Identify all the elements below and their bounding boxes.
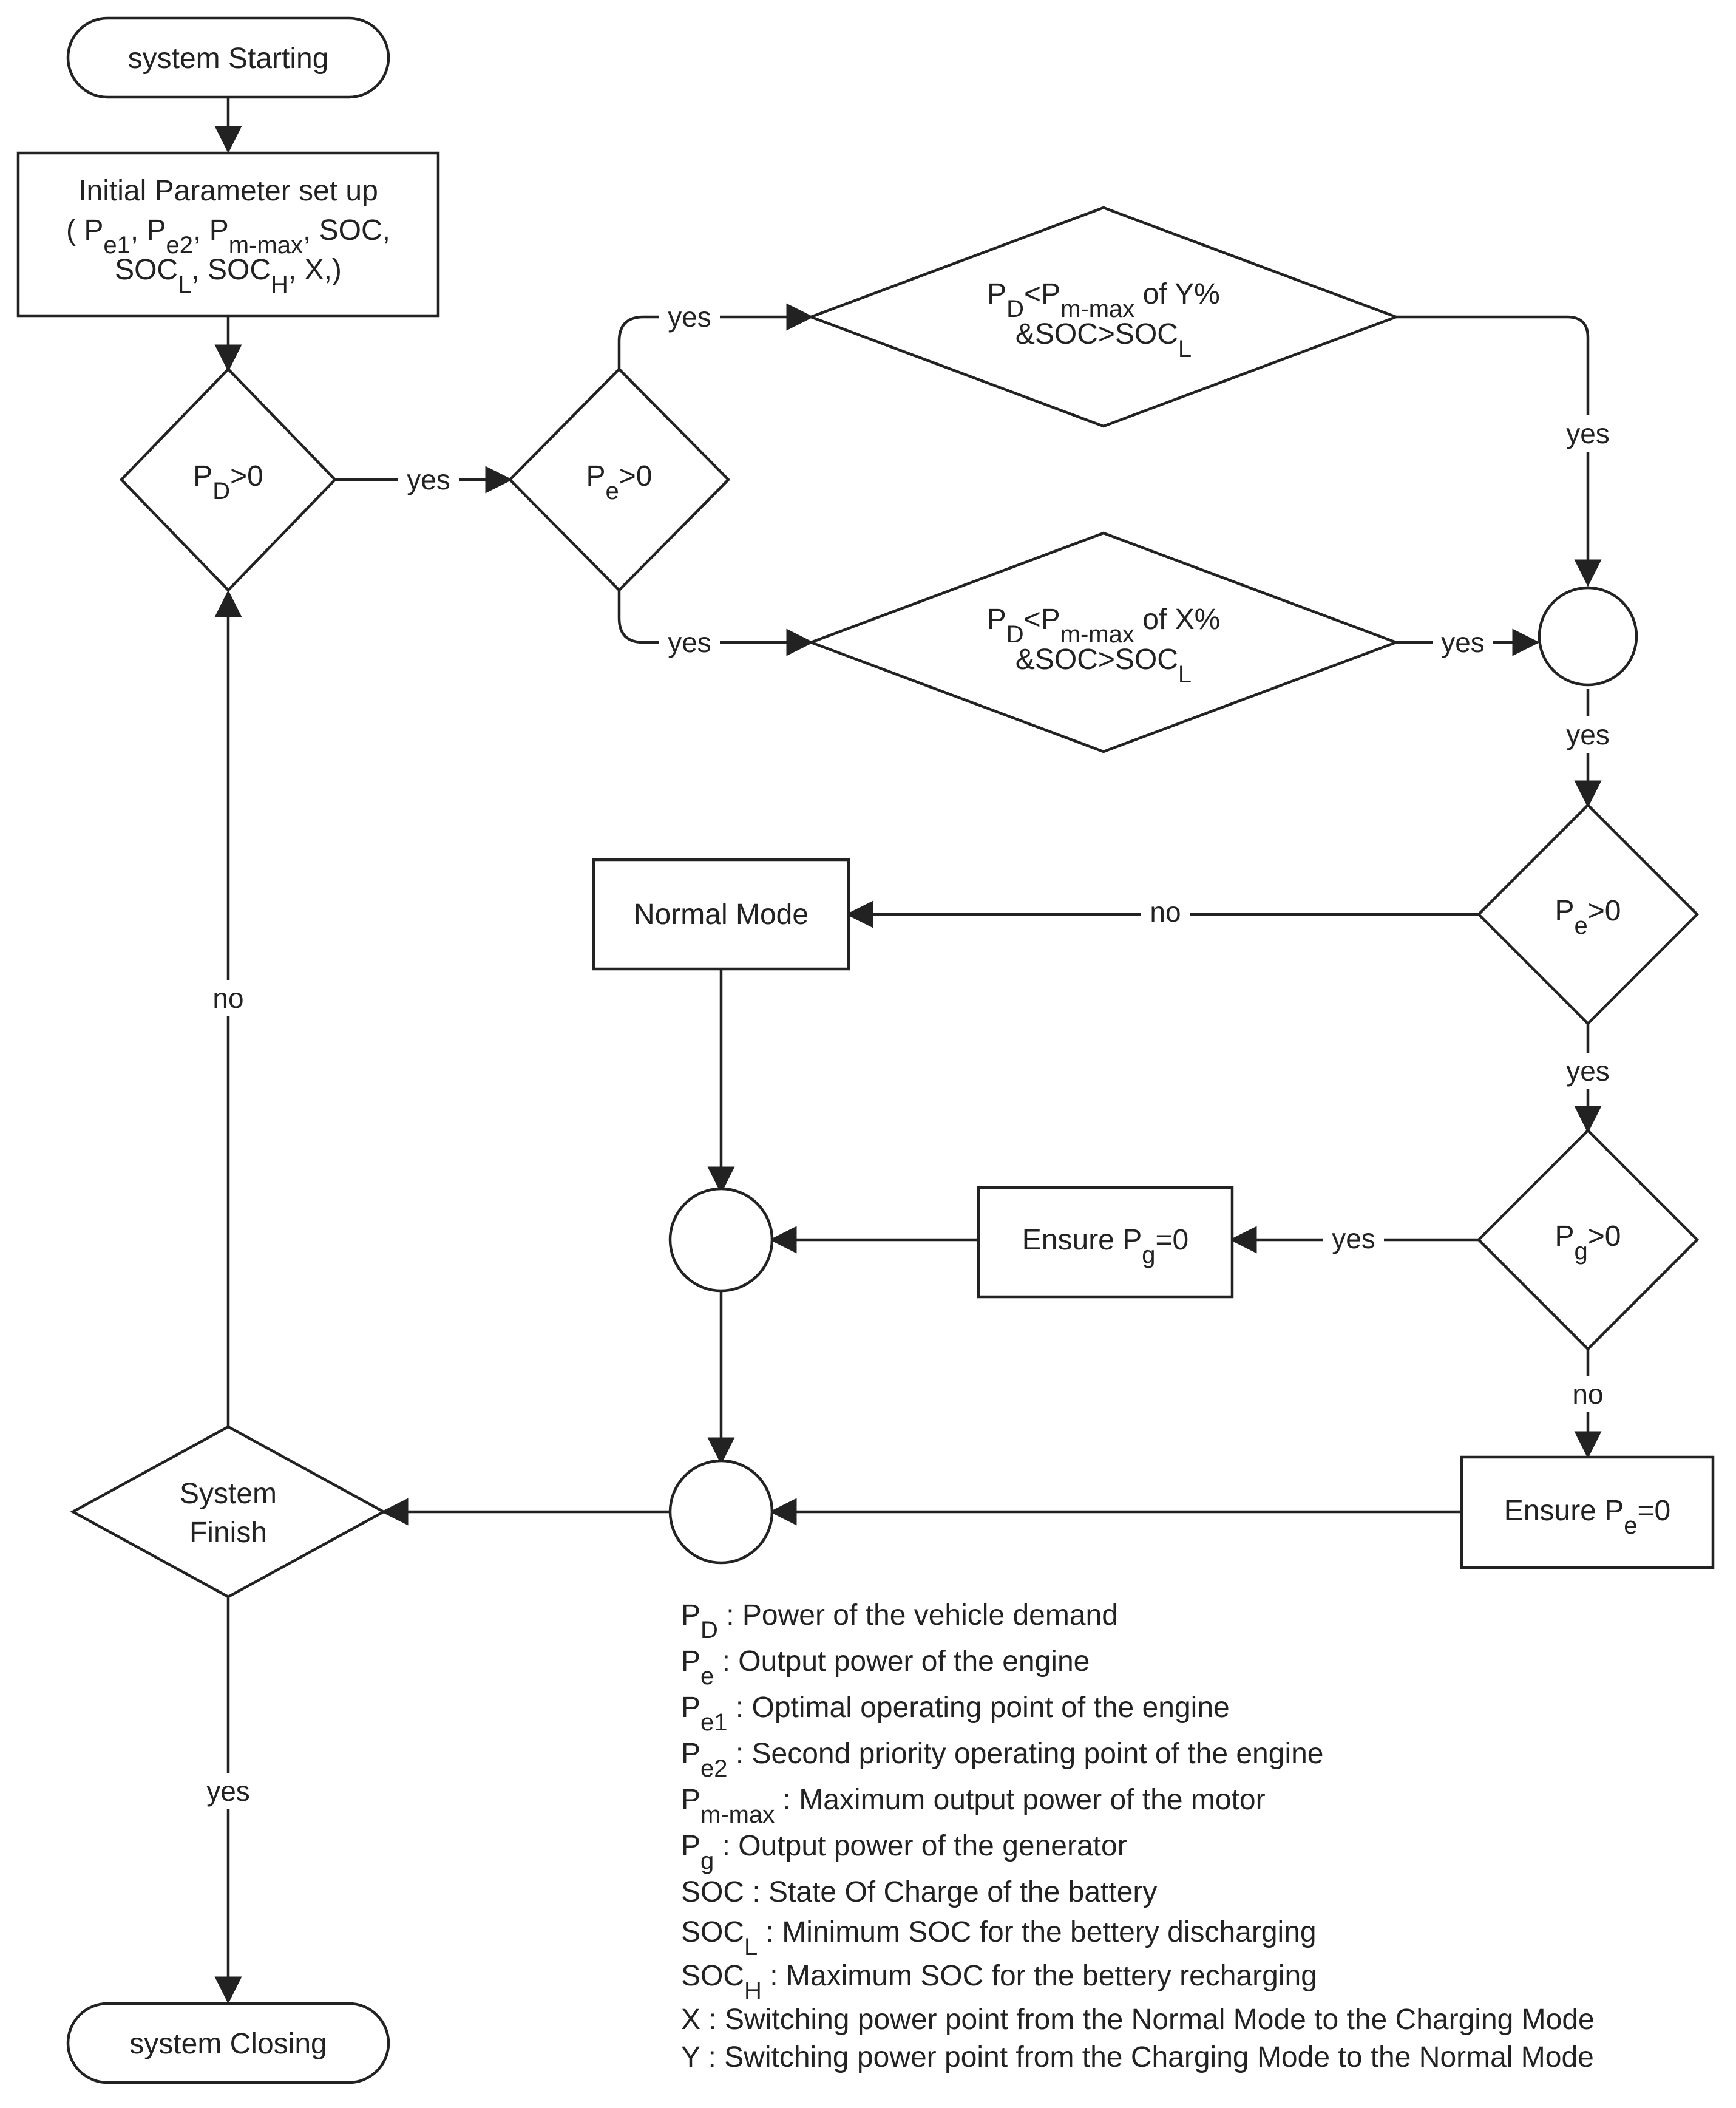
decision-charging-y: PD<Pm-max of Y% &SOC>SOCL [807,206,1400,428]
decision-system-finish-line-1: System [180,1478,277,1510]
edge-label-pg-yes: yes [1332,1223,1375,1254]
terminal-start-label: system Starting [128,42,329,75]
decision-charging-x: PD<Pm-max of X% &SOC>SOCL [807,531,1400,753]
edge-label-pd-yes: yes [407,464,450,495]
legend-item: SOCL : Minimum SOC for the bettery disch… [681,1916,1317,1960]
init-parameter-box: Initial Parameter set up ( Pe1, Pe2, Pm-… [16,151,440,318]
legend-item: PD : Power of the vehicle demand [681,1599,1118,1644]
ensure-pe-label: Ensure Pe=0 [1504,1495,1670,1539]
decision-pe: Pe>0 [507,367,731,593]
edge-cy-merge [1396,315,1602,587]
legend-item: X : Switching power point from the Norma… [681,2004,1595,2036]
edge-label-pe2-yes: yes [1566,1055,1610,1087]
ensure-pe-box: Ensure Pe=0 [1460,1455,1715,1569]
merge-connector-1 [1538,586,1638,687]
edge-pe-cy [617,303,814,369]
decision-pe-label: Pe>0 [586,460,653,505]
edge-label-cx-yes: yes [1441,627,1485,658]
ensure-pg-label: Ensure Pg=0 [1022,1224,1188,1268]
decision-charging-x-line-1: PD<Pm-max of X% [987,604,1221,648]
decision-charging-y-line-1: PD<Pm-max of Y% [987,278,1220,322]
edge-label-pg-no: no [1572,1378,1603,1410]
merge-connector-3 [668,1459,774,1565]
legend: PD : Power of the vehicle demand Pe : Ou… [681,1599,1595,2073]
decision-system-finish: System Finish [70,1425,387,1599]
ensure-pg-box: Ensure Pg=0 [977,1186,1234,1299]
init-line-1: Initial Parameter set up [78,175,378,207]
normal-mode-label: Normal Mode [634,899,809,931]
edge-labels: yes yes yes yes yes yes no yes yes no no… [198,299,1618,1809]
legend-item: SOC : State Of Charge of the battery [681,1876,1157,1908]
decision-pe-2: Pe>0 [1476,803,1700,1026]
edge-label-pe-yes-bottom: yes [668,627,711,658]
edge-label-loop-no: no [212,982,243,1014]
decision-pg-label: Pg>0 [1555,1220,1621,1265]
legend-item: Pe2 : Second priority operating point of… [681,1738,1324,1782]
init-line-3: SOCL, SOCH, X,) [115,254,342,298]
normal-mode-box: Normal Mode [592,858,850,971]
edge-label-finish-yes: yes [206,1775,250,1807]
legend-item: Y : Switching power point from the Charg… [681,2041,1594,2073]
legend-item: SOCH : Maximum SOC for the bettery recha… [681,1960,1317,2004]
init-line-2: ( Pe1, Pe2, Pm-max, SOC, [66,214,390,259]
legend-item: Pe1 : Optimal operating point of the eng… [681,1691,1230,1736]
edge-label-cy-yes: yes [1566,418,1610,449]
edge-label-pe-yes-top: yes [668,301,711,333]
edge-label-merge-yes: yes [1566,719,1610,750]
legend-item: Pg : Output power of the generator [681,1830,1127,1874]
legend-item: Pm-max : Maximum output power of the mot… [681,1784,1266,1828]
decision-pd: PD>0 [119,367,337,593]
legend-item: Pe : Output power of the engine [681,1645,1090,1690]
edge-pe-cx [617,590,814,656]
decision-charging-x-line-2: &SOC>SOCL [1015,644,1192,688]
terminal-start: system Starting [66,16,390,99]
decision-pe-2-label: Pe>0 [1555,895,1621,939]
decision-charging-y-line-2: &SOC>SOCL [1015,318,1192,362]
terminal-end-label: system Closing [129,2028,327,2060]
decision-system-finish-line-2: Finish [189,1517,267,1549]
edge-label-pe2-no: no [1150,896,1181,928]
decision-pd-label: PD>0 [193,460,263,505]
terminal-end: system Closing [66,2002,390,2084]
decision-pg: Pg>0 [1476,1128,1700,1352]
merge-connector-2 [668,1187,774,1293]
